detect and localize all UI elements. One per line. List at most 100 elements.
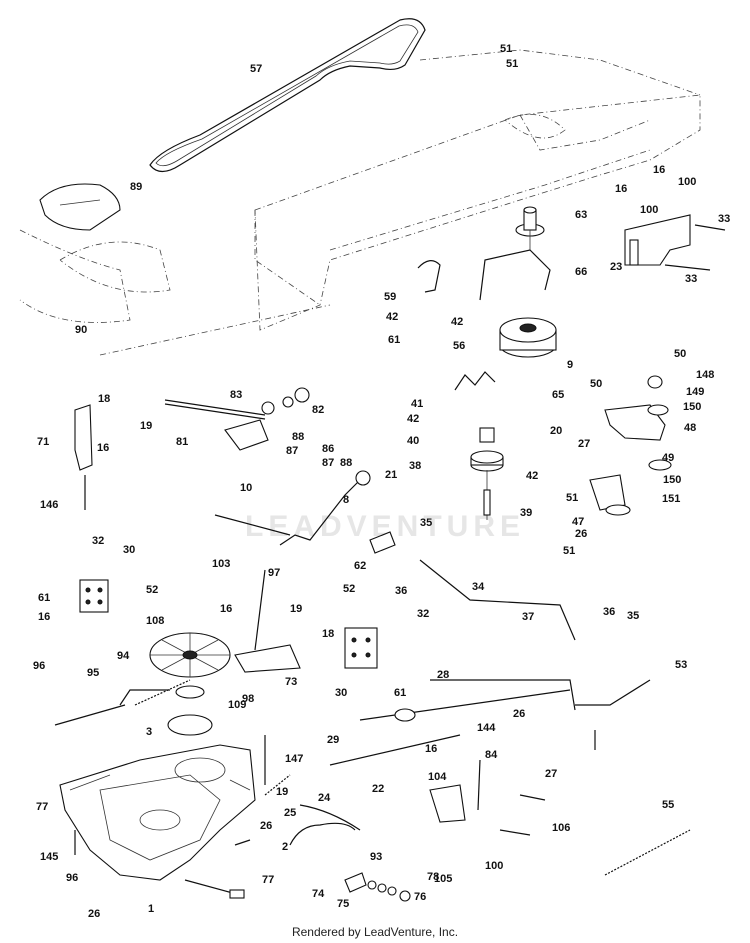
callout-90: 90 [75,324,87,336]
callout-16: 16 [653,164,665,176]
callout-48: 48 [684,422,696,434]
callout-56: 56 [453,340,465,352]
callout-150: 150 [683,401,701,413]
callout-149: 149 [686,386,704,398]
callout-51: 51 [506,58,518,70]
callout-49: 49 [662,452,674,464]
callout-65: 65 [552,389,564,401]
callout-63: 63 [575,209,587,221]
callout-34: 34 [472,581,485,593]
shaft-34 [419,559,576,641]
callout-97: 97 [268,567,280,579]
callout-28: 28 [437,669,449,681]
callout-16: 16 [97,442,109,454]
callout-35: 35 [627,610,639,622]
callout-62: 62 [354,560,366,572]
callout-2: 2 [282,841,288,853]
drive-belt [149,18,426,173]
callout-37: 37 [522,611,534,623]
callout-144: 144 [477,722,496,734]
callout-19: 19 [290,603,302,615]
callout-3: 3 [146,726,152,738]
spring-upper [134,679,191,706]
callout-150: 150 [663,474,681,486]
callout-47: 47 [572,516,584,528]
callout-51: 51 [500,43,512,55]
callout-78: 78 [427,871,439,883]
callout-16: 16 [38,611,50,623]
bracket-71 [74,404,93,471]
callout-22: 22 [372,783,384,795]
callout-148: 148 [696,369,714,381]
callout-35: 35 [420,517,432,529]
callout-88: 88 [292,431,304,443]
spring-55 [604,829,691,876]
callout-21: 21 [385,469,397,481]
callout-42: 42 [407,413,419,425]
callout-20: 20 [550,425,562,437]
callout-10: 10 [240,482,252,494]
callout-96: 96 [66,872,78,884]
callout-77: 77 [262,874,274,886]
cooling-fan [149,632,231,678]
spring-66 [479,249,551,301]
callout-50: 50 [674,348,686,360]
callout-41: 41 [411,398,423,410]
callout-109: 109 [228,699,246,711]
callout-30: 30 [335,687,347,699]
callout-24: 24 [318,792,331,804]
callout-89: 89 [130,181,142,193]
callout-83: 83 [230,389,242,401]
footer-credit: Rendered by LeadVenture, Inc. [291,925,459,939]
callout-93: 93 [370,851,382,863]
callout-98: 98 [242,693,254,705]
callout-19: 19 [140,420,152,432]
callout-94: 94 [117,650,130,662]
callout-151: 151 [662,493,680,505]
bracket-23 [624,214,691,266]
callout-32: 32 [417,608,429,620]
callout-51: 51 [563,545,575,557]
idler-bracket [604,404,666,441]
lift-rod [164,387,310,451]
callout-39: 39 [520,507,532,519]
callout-26: 26 [575,528,587,540]
callout-86: 86 [322,443,334,455]
callout-19: 19 [276,786,288,798]
callout-73: 73 [285,676,297,688]
callout-30: 30 [123,544,135,556]
callout-108: 108 [146,615,164,627]
callout-50: 50 [590,378,602,390]
callout-26: 26 [260,820,272,832]
callout-95: 95 [87,667,99,679]
pulley-63 [515,206,545,250]
callout-16: 16 [220,603,232,615]
callout-104: 104 [428,771,447,783]
callout-74: 74 [312,888,325,900]
callout-55: 55 [662,799,674,811]
tractor-frame [19,49,701,356]
electric-clutch [499,317,557,358]
callout-33: 33 [718,213,730,225]
callout-57: 57 [250,63,262,75]
callout-147: 147 [285,753,303,765]
callout-52: 52 [146,584,158,596]
callout-9: 9 [567,359,573,371]
callout-145: 145 [40,851,58,863]
callout-51: 51 [566,492,578,504]
callout-61: 61 [388,334,400,346]
callout-105: 105 [434,873,452,885]
bracket-plate-left [79,579,109,613]
callout-23: 23 [610,261,622,273]
callout-26: 26 [88,908,100,920]
callout-52: 52 [343,583,355,595]
callout-77: 77 [36,801,48,813]
callout-100: 100 [640,204,658,216]
callout-61: 61 [38,592,50,604]
callout-87: 87 [322,457,334,469]
callout-36: 36 [603,606,615,618]
callout-27: 27 [578,438,590,450]
